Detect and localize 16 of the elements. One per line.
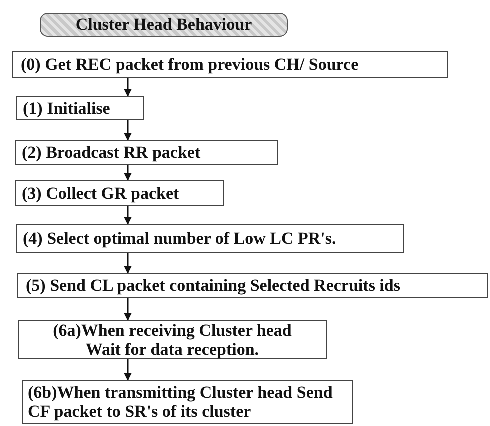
process-box: (3) Collect GR packet: [15, 180, 224, 206]
process-box: (4) Select optimal number of Low LC PR's.: [16, 224, 404, 253]
process-box: (6a)When receiving Cluster head Wait for data reception.: [18, 320, 327, 359]
arrow: [124, 253, 132, 274]
arrow: [124, 78, 132, 97]
arrow: [124, 120, 132, 141]
process-box: (6b)When transmitting Cluster head Send CF packet to SR's of its cluster: [22, 380, 353, 424]
title-banner: Cluster Head Behaviour: [40, 13, 288, 37]
process-box: (0) Get REC packet from previous CH/ Source: [12, 51, 448, 78]
process-box: (1) Initialise: [16, 96, 144, 120]
arrow: [124, 359, 132, 381]
arrow: [124, 165, 132, 181]
process-box: (5) Send CL packet containing Selected Recruits ids: [17, 273, 488, 298]
process-box: (2) Broadcast RR packet: [15, 140, 278, 165]
arrow: [124, 298, 132, 321]
arrow: [124, 206, 132, 225]
